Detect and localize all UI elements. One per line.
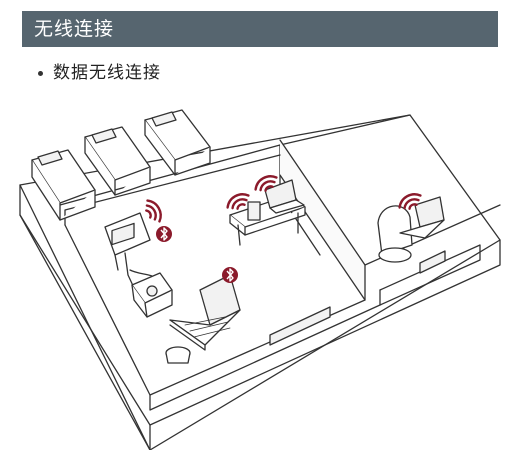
bullet-text: 数据无线连接 (53, 63, 161, 83)
bluetooth-icon (222, 267, 238, 283)
bed-1 (31, 149, 96, 221)
wifi-icon (254, 175, 278, 192)
bluetooth-icon (156, 226, 172, 242)
floor-window-2 (419, 250, 446, 274)
wifi-icon (226, 193, 250, 210)
center-desk (229, 179, 306, 246)
section-title: 无线连接 (34, 18, 115, 40)
wifi-icon (145, 199, 162, 223)
right-room-laptop (399, 196, 445, 239)
floor-window-1 (269, 306, 331, 346)
front-laptop (169, 274, 241, 351)
floor-unit (131, 272, 173, 318)
section-header: 无线连接 (22, 11, 498, 47)
front-chair (165, 346, 191, 364)
wifi-icon (398, 193, 422, 210)
bullet-icon (38, 70, 43, 76)
bed-2 (84, 126, 151, 196)
bullet-item: 数据无线连接 (38, 60, 161, 86)
ward-illustration (19, 109, 501, 450)
bed-3 (144, 109, 211, 176)
